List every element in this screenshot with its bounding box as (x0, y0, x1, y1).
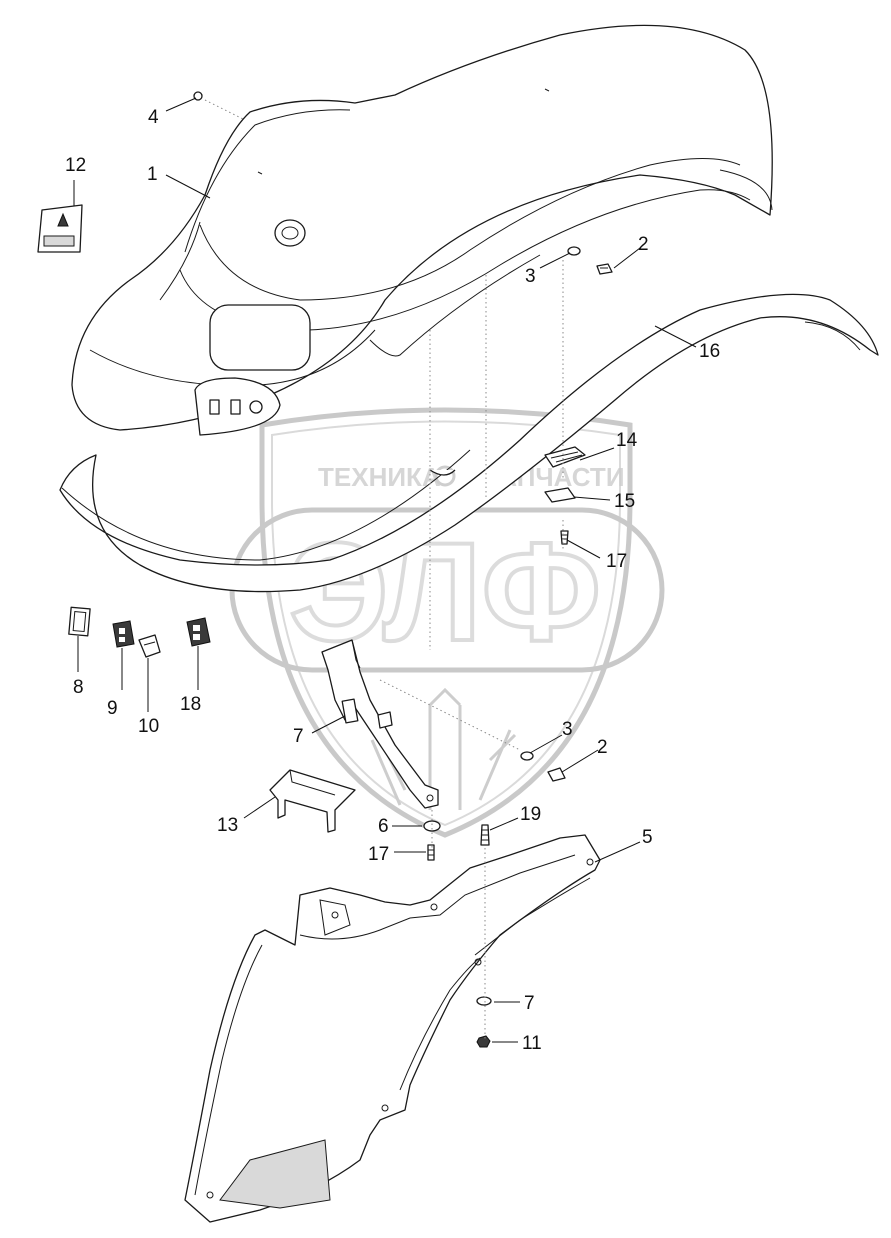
leader-lines (73, 97, 697, 1043)
callout-6: 11 (522, 1033, 542, 1054)
watermark-left-text: ТЕХНИКА (318, 462, 441, 492)
callout-7-lower: 7 (524, 993, 535, 1014)
callout-3-top: 3 (525, 266, 536, 287)
gear-icon (434, 465, 456, 487)
callout-5: 5 (642, 827, 653, 848)
callout-4: 4 (148, 107, 159, 128)
callout-15: 15 (614, 491, 635, 512)
callout-10: 9 (107, 698, 118, 719)
callout-9: 8 (73, 677, 84, 698)
callout-8: 7 (293, 726, 304, 747)
callout-2-top: 2 (638, 234, 649, 255)
callout-7-upper: 6 (378, 816, 389, 837)
hardware (37, 91, 613, 1048)
callout-17-lower: 17 (368, 844, 389, 865)
callout-12: 12 (65, 155, 86, 176)
callout-17-top: 17 (606, 551, 627, 572)
bracket-part-13 (269, 769, 356, 833)
callout-2-lower: 2 (597, 737, 608, 758)
liner-part-5 (184, 834, 601, 1223)
callout-3-lower: 3 (562, 719, 573, 740)
bracket-part-8 (321, 639, 439, 809)
callout-14: 14 (616, 430, 638, 451)
callouts: 4 1 12 2 3 16 14 15 17 8 9 10 18 7 3 2 1… (65, 107, 720, 1054)
callout-13: 13 (217, 815, 238, 836)
callout-19: 19 (520, 804, 541, 825)
callout-18: 18 (180, 694, 201, 715)
assembly-lines (204, 99, 564, 1040)
callout-11: 10 (138, 716, 159, 737)
fender-main-part-1 (71, 24, 773, 436)
callout-1: 1 (147, 164, 158, 185)
fender-strip-part-16 (59, 293, 879, 593)
callout-16: 16 (699, 341, 720, 362)
